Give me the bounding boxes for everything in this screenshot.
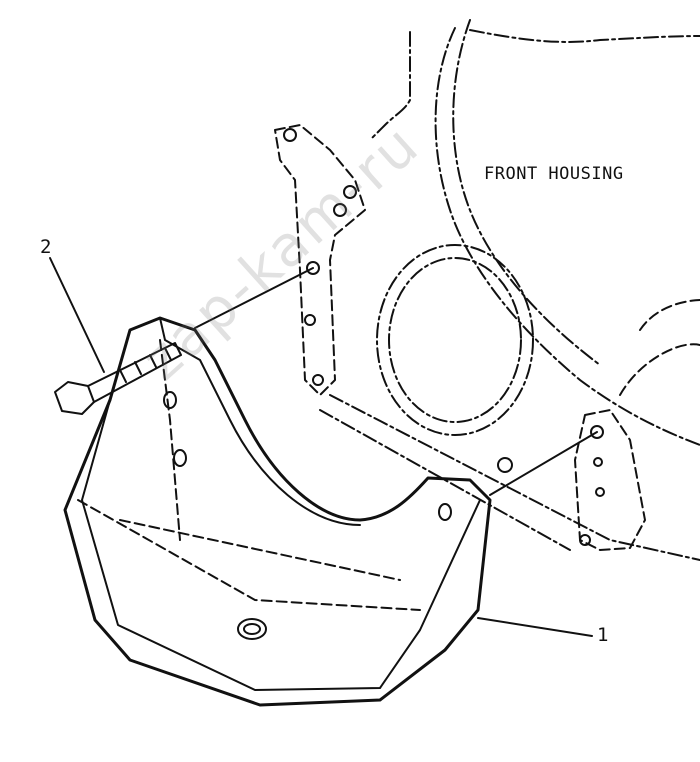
- seal-ring: [376, 244, 534, 436]
- callout-2: 2: [40, 236, 52, 258]
- alignment-lines: [194, 267, 598, 496]
- front-housing-outline: [369, 19, 700, 446]
- front-housing-label: FRONT HOUSING: [484, 164, 624, 184]
- right-mount-boss: [497, 409, 646, 551]
- part-1-shield: [63, 316, 492, 707]
- callout-1: 1: [597, 624, 609, 646]
- housing-flange: [274, 124, 366, 396]
- leader-lines: [49, 257, 593, 637]
- part-2-bolt: [54, 342, 182, 415]
